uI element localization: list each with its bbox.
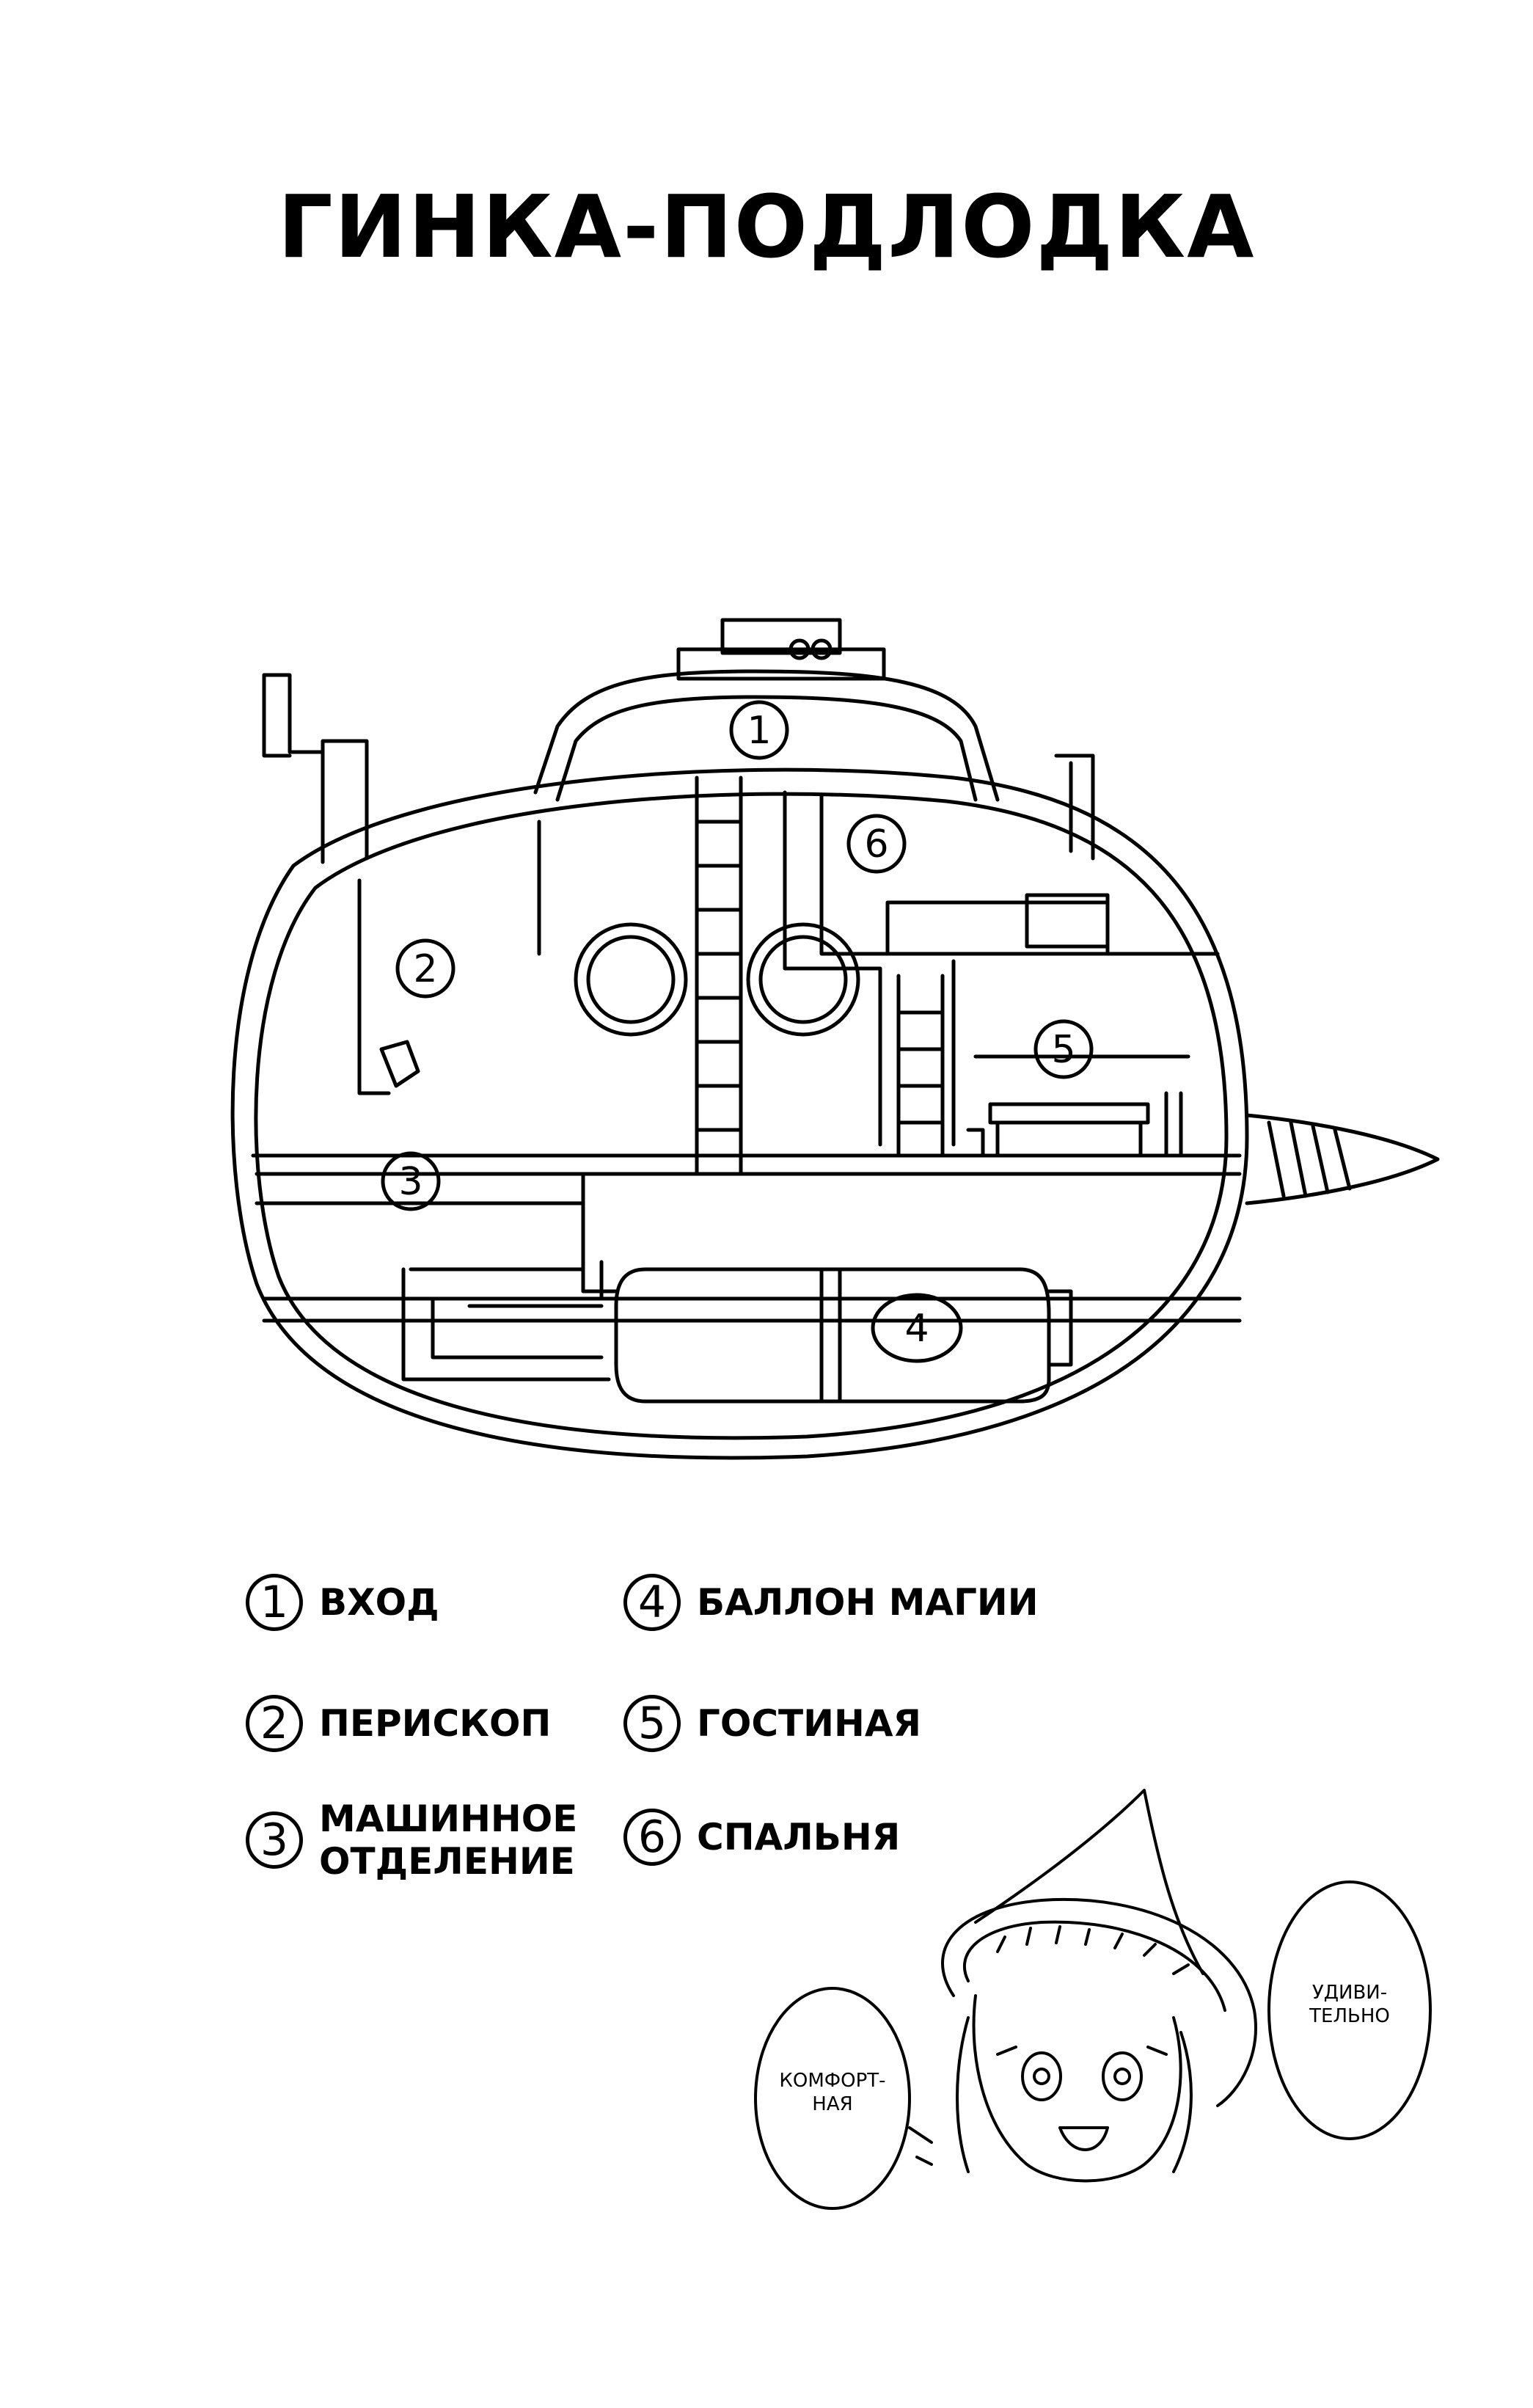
- page-title: ГИНКА-ПОДЛОДКА: [277, 176, 1256, 277]
- legend-item-1: 1 ВХОД: [246, 1574, 439, 1631]
- bubble-left-text: КОМФОРТ- НАЯ: [779, 2070, 886, 2115]
- legend-label: МАШИННОЕ ОТДЕЛЕНИЕ: [319, 1798, 578, 1883]
- legend-label: БАЛЛОН МАГИИ: [697, 1581, 1039, 1624]
- tail: [1245, 1113, 1440, 1205]
- periscope-pipe: [262, 673, 369, 861]
- legend-number: 3: [246, 1812, 303, 1869]
- legend-item-5: 5 ГОСТИНАЯ: [623, 1695, 921, 1752]
- marker-6: 6: [864, 822, 888, 866]
- legend-number: 6: [623, 1809, 681, 1866]
- hull-outline: [230, 767, 1249, 1460]
- legend-label: ПЕРИСКОП: [319, 1702, 552, 1745]
- legend-item-2: 2 ПЕРИСКОП: [246, 1695, 551, 1752]
- conning-tower: [533, 669, 1000, 802]
- character-illustration: [754, 1789, 1432, 2210]
- marker-3: 3: [398, 1160, 422, 1204]
- magic-tank: [614, 1267, 1051, 1404]
- legend-number: 2: [246, 1695, 303, 1752]
- legend-item-6: 6 СПАЛЬНЯ: [623, 1809, 900, 1866]
- legend-number: 5: [623, 1695, 681, 1752]
- legend-number: 1: [246, 1574, 303, 1631]
- bubble-right-text: УДИВИ- ТЕЛЬНО: [1309, 1982, 1390, 2027]
- legend-number: 4: [623, 1574, 681, 1631]
- legend-item-4: 4 БАЛЛОН МАГИИ: [623, 1574, 1039, 1631]
- marker-5: 5: [1051, 1028, 1075, 1072]
- legend-label: ГОСТИНАЯ: [697, 1702, 922, 1745]
- ladder-main: [695, 776, 743, 1176]
- marker-4: 4: [904, 1307, 929, 1351]
- bubble-left: [754, 1987, 911, 2210]
- legend-item-3: 3 МАШИННОЕ ОТДЕЛЕНИЕ: [246, 1798, 577, 1883]
- legend-label: СПАЛЬНЯ: [697, 1816, 901, 1858]
- marker-2: 2: [413, 947, 437, 991]
- hull-inner: [254, 792, 1229, 1440]
- legend-label: ВХОД: [319, 1581, 439, 1624]
- bubble-right: [1267, 1880, 1432, 2140]
- marker-1: 1: [747, 709, 771, 753]
